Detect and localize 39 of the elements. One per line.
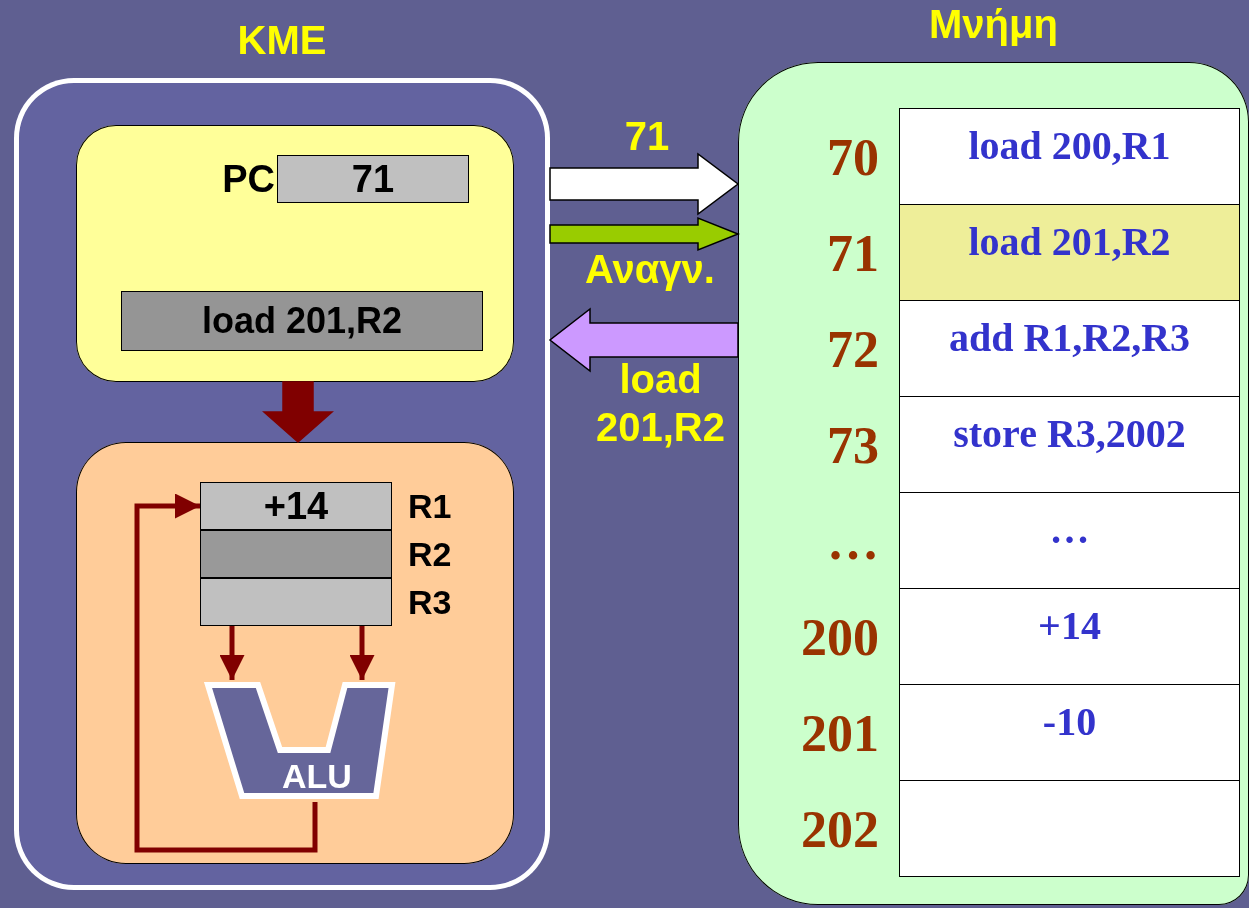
address-number: 202 <box>800 799 879 858</box>
panel-heading: KME <box>236 18 328 63</box>
panel-heading: Μνήμη <box>928 2 1059 47</box>
address-number: 200 <box>800 607 879 666</box>
address-number: 72 <box>826 319 879 378</box>
datapath-panel <box>76 442 514 864</box>
register-field <box>121 291 483 351</box>
cell-text: add R1,R2,R3 <box>948 314 1191 361</box>
cell-text: store R3,2002 <box>953 410 1186 457</box>
address-number: 201 <box>800 703 879 762</box>
register-name: R3 <box>408 582 453 622</box>
cell-text: 71 <box>351 157 395 201</box>
cell-text: load 200,R1 <box>968 122 1171 169</box>
address-number: … <box>826 511 879 570</box>
cell-text: +14 <box>263 484 329 528</box>
edge-label: 71 <box>623 113 671 160</box>
address-number: 71 <box>826 223 879 282</box>
address-number: 70 <box>826 127 879 186</box>
cell-text: +14 <box>1038 602 1101 649</box>
cell-text: load 201,R2 <box>968 218 1171 265</box>
address-number: 73 <box>826 415 879 474</box>
cell-text: … <box>1049 506 1090 553</box>
block-arrow <box>549 216 740 252</box>
register-name: R2 <box>408 534 453 574</box>
arrow <box>219 626 245 680</box>
alu-shape <box>205 680 395 802</box>
cell-text: load 201,R2 <box>201 300 403 342</box>
edge-label: load 201,R2 <box>595 356 726 451</box>
block-arrow <box>548 307 739 373</box>
control-unit-panel <box>76 125 514 382</box>
edge-label: Αναγν. <box>584 246 716 293</box>
cell-text: -10 <box>1042 698 1097 745</box>
register-name: PC <box>221 157 275 201</box>
unit-label: ALU <box>281 757 353 796</box>
arrow <box>349 626 375 680</box>
block-arrow <box>549 152 740 216</box>
arrow <box>134 493 318 853</box>
register-name: R1 <box>408 486 453 526</box>
block-arrow <box>262 381 334 443</box>
